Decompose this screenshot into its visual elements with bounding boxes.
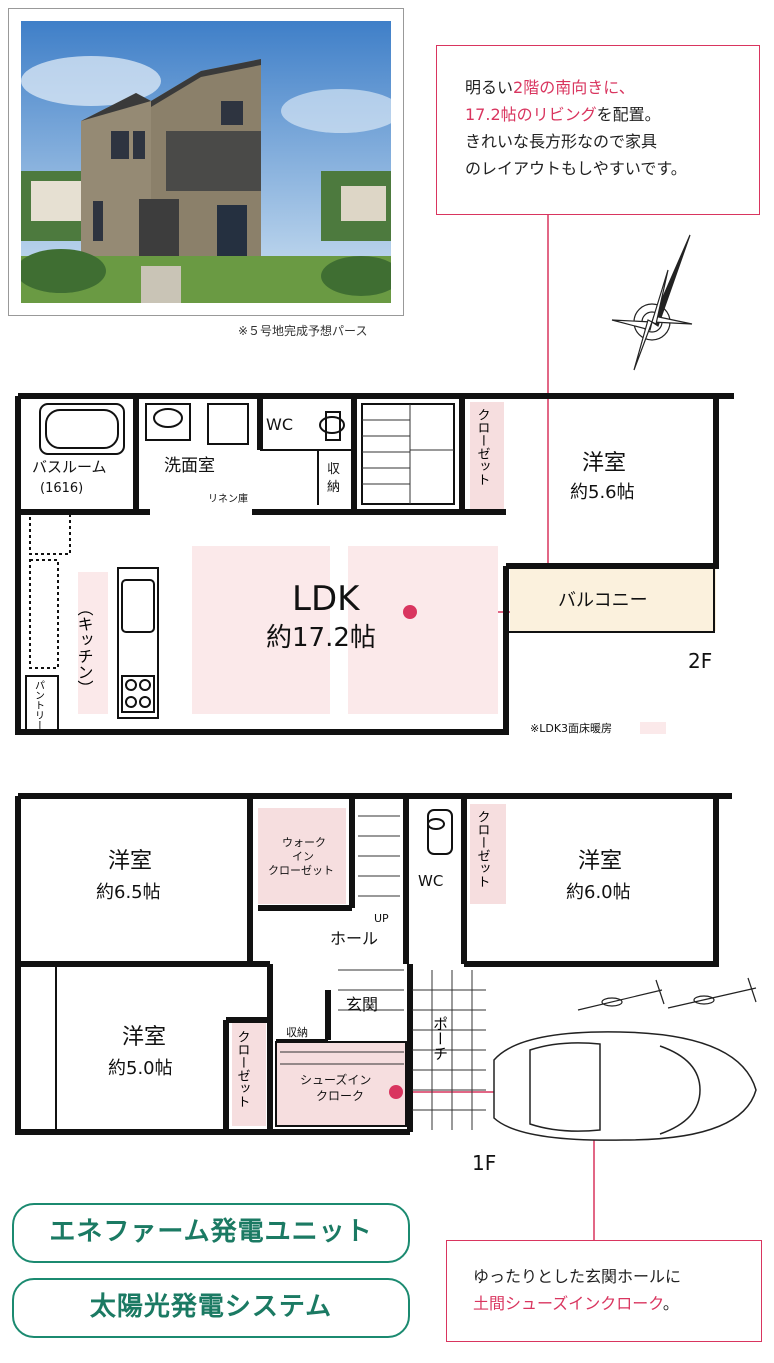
ldk-marker (403, 605, 417, 619)
room-label-linen: リネン庫 (208, 492, 248, 505)
room-label-kitchen: （キッチン） (75, 600, 94, 696)
callout-text: を配置。 (596, 105, 661, 124)
room-label-pantry: パントリー (33, 680, 45, 730)
stairs-up-label: UP (374, 912, 389, 925)
floor-label-2f: 2F (688, 649, 712, 673)
callout-highlight: 土間シューズインクローク (473, 1294, 663, 1313)
photo-caption: ※５号地完成予想パース (238, 324, 368, 338)
room-label-wc-1f: WC (418, 872, 443, 890)
badge-solar: 太陽光発電システム (12, 1278, 410, 1338)
bicycle-icon (577, 977, 757, 1011)
badge-enefarm: エネファーム発電ユニット (12, 1203, 410, 1263)
callout-text: 明るい (465, 78, 514, 97)
callout-entrance: ゆったりとした玄関ホールに 土間シューズインクローク。 (446, 1240, 762, 1342)
walkin-label-2: イン (292, 850, 314, 863)
room-size-bath: (1616) (40, 481, 83, 496)
room-label-ldk: LDK (292, 579, 361, 619)
callout-text: のレイアウトもしやすいです。 (465, 159, 687, 178)
room-label-1f-b: 洋室 (578, 849, 622, 874)
storage-label-1f: 収納 (286, 1026, 308, 1039)
callout-text: きれいな長方形なので家具 (465, 132, 658, 151)
room-size-2f-western: 約5.6帖 (570, 482, 635, 503)
house-photo-frame (8, 8, 404, 316)
closet-label-1f-b: クローゼット (475, 810, 491, 888)
callout-highlight: 17.2帖のリビング (465, 105, 597, 124)
storage-label-1: 収 (327, 462, 340, 477)
room-label-hall: ホール (330, 929, 378, 948)
floor-label-1f: 1F (472, 1151, 496, 1175)
house-rendering (21, 21, 391, 303)
room-size-1f-c: 約5.0帖 (108, 1058, 173, 1079)
walkin-label-1: ウォーク (282, 836, 326, 849)
floor-heating-zone (78, 546, 666, 734)
shoes-closet-label-1: シューズイン (300, 1072, 371, 1087)
room-label-washroom: 洗面室 (164, 456, 215, 476)
compass-icon (611, 234, 693, 371)
room-label-1f-c: 洋室 (122, 1025, 166, 1050)
closet-label-2f: クローゼット (475, 408, 491, 486)
storage-label-2: 納 (327, 480, 340, 495)
room-label-genkan: 玄関 (346, 995, 378, 1014)
room-label-balcony: バルコニー (558, 590, 648, 611)
room-size-1f-b: 約6.0帖 (566, 882, 631, 903)
room-size-ldk: 約17.2帖 (266, 623, 376, 653)
closet-label-1f-c: クローゼット (235, 1030, 251, 1108)
shoes-closet-marker (389, 1085, 403, 1099)
walkin-label-3: クローゼット (268, 864, 334, 877)
car-icon (493, 1031, 757, 1141)
room-label-porch: ポーチ (431, 1016, 449, 1061)
callout-text: ゆったりとした玄関ホールに (473, 1267, 682, 1286)
room-label-1f-a: 洋室 (108, 849, 152, 874)
callout-text: 。 (662, 1294, 679, 1313)
callout-highlight: 2階の南向きに、 (513, 78, 635, 97)
room-label-2f-western: 洋室 (582, 451, 626, 476)
balcony-area (510, 565, 716, 631)
walls-1f (15, 793, 732, 1135)
room-size-1f-a: 約6.5帖 (96, 882, 161, 903)
room-label-bath: バスルーム (32, 458, 107, 476)
floor-heating-note: ※LDK3面床暖房 (530, 721, 612, 735)
shoes-closet-label-2: クローク (316, 1089, 364, 1103)
callout-living: 明るい2階の南向きに、 17.2帖のリビングを配置。 きれいな長方形なので家具 … (436, 45, 760, 215)
room-label-wc-2f: WC (266, 415, 293, 434)
